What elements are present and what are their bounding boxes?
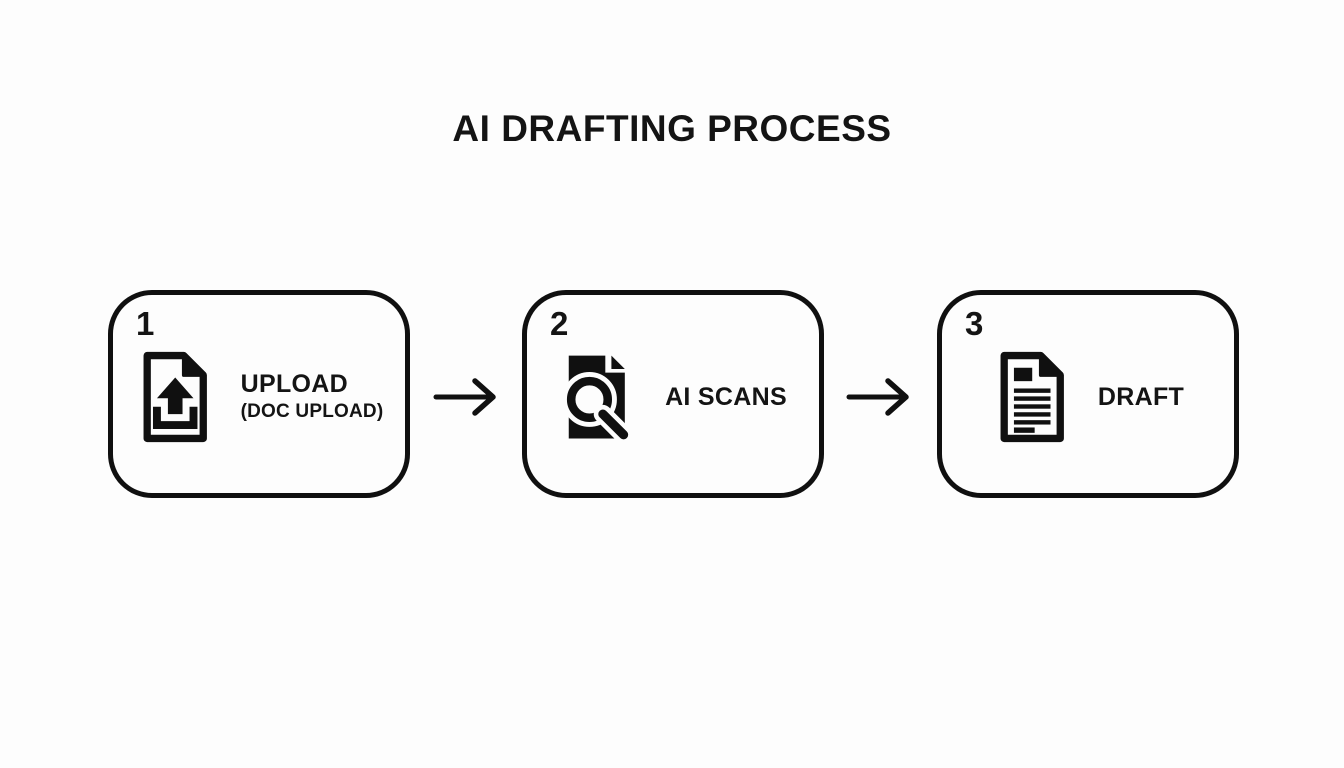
step-text: UPLOAD (DOC UPLOAD) [241, 370, 384, 424]
step-box-ai-scans: 2 AI SCANS [522, 290, 824, 498]
document-upload-icon [135, 349, 213, 445]
step-sublabel: (DOC UPLOAD) [240, 400, 384, 422]
step-number: 2 [550, 305, 569, 342]
step-content: AI SCANS [527, 295, 819, 493]
step-content: UPLOAD (DOC UPLOAD) [113, 295, 405, 493]
step-content: DRAFT [942, 295, 1234, 493]
page-title: AI DRAFTING PROCESS [452, 108, 892, 149]
right-arrow-icon [433, 374, 501, 425]
document-lines-icon [992, 349, 1070, 445]
step-label: DRAFT [1097, 382, 1185, 411]
document-search-icon [559, 349, 637, 445]
step-label: AI SCANS [665, 382, 787, 411]
step-text: AI SCANS [665, 383, 787, 412]
step-box-upload: 1 UPLOAD (DOC UPLOAD) [108, 290, 410, 498]
step-number: 1 [136, 305, 155, 342]
step-box-draft: 3 DRAFT [937, 290, 1239, 498]
step-text: DRAFT [1098, 383, 1184, 412]
step-number: 3 [965, 305, 984, 342]
right-arrow-icon [846, 374, 914, 425]
step-label: UPLOAD [240, 370, 348, 399]
